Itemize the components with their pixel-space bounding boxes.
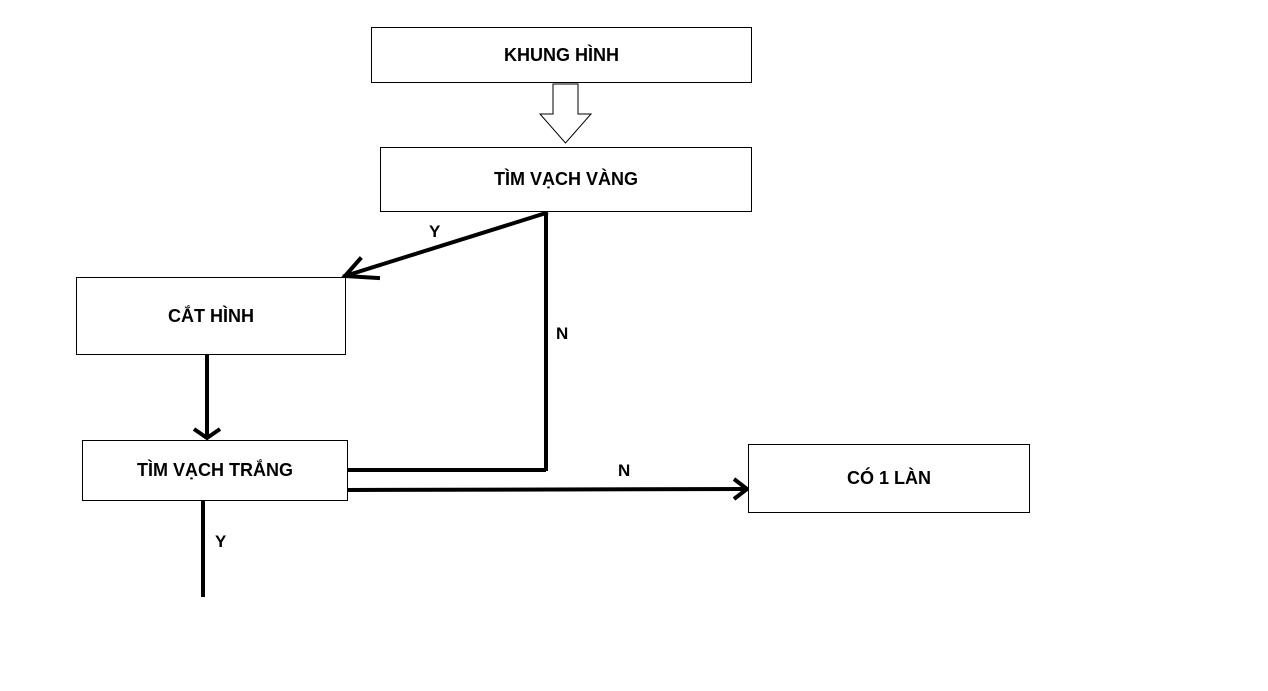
frame-box: KHUNG HÌNH (371, 27, 752, 83)
white-no-connector (347, 477, 751, 501)
crop-image-box: CẮT HÌNH (76, 277, 346, 355)
yellow-yes-connector (340, 210, 549, 281)
one-lane-box: CÓ 1 LÀN (748, 444, 1030, 513)
white-no-label: N (618, 461, 631, 480)
frame-to-yellow-arrow (538, 83, 593, 144)
find-yellow-line-label: TÌM VẠCH VÀNG (494, 169, 638, 189)
find-white-line-box: TÌM VẠCH TRẮNG (82, 440, 348, 501)
one-lane-label: CÓ 1 LÀN (846, 468, 931, 488)
yellow-no-label: N (556, 324, 569, 343)
yellow-yes-label: Y (429, 222, 441, 241)
frame-label: KHUNG HÌNH (504, 44, 619, 65)
find-yellow-line-box: TÌM VẠCH VÀNG (380, 147, 752, 212)
white-yes-label: Y (215, 532, 227, 551)
yellow-no-connector (348, 213, 548, 472)
find-white-line-label: TÌM VẠCH TRẮNG (137, 460, 293, 480)
crop-to-white-connector (192, 355, 222, 441)
crop-image-label: CẮT HÌNH (168, 305, 254, 326)
